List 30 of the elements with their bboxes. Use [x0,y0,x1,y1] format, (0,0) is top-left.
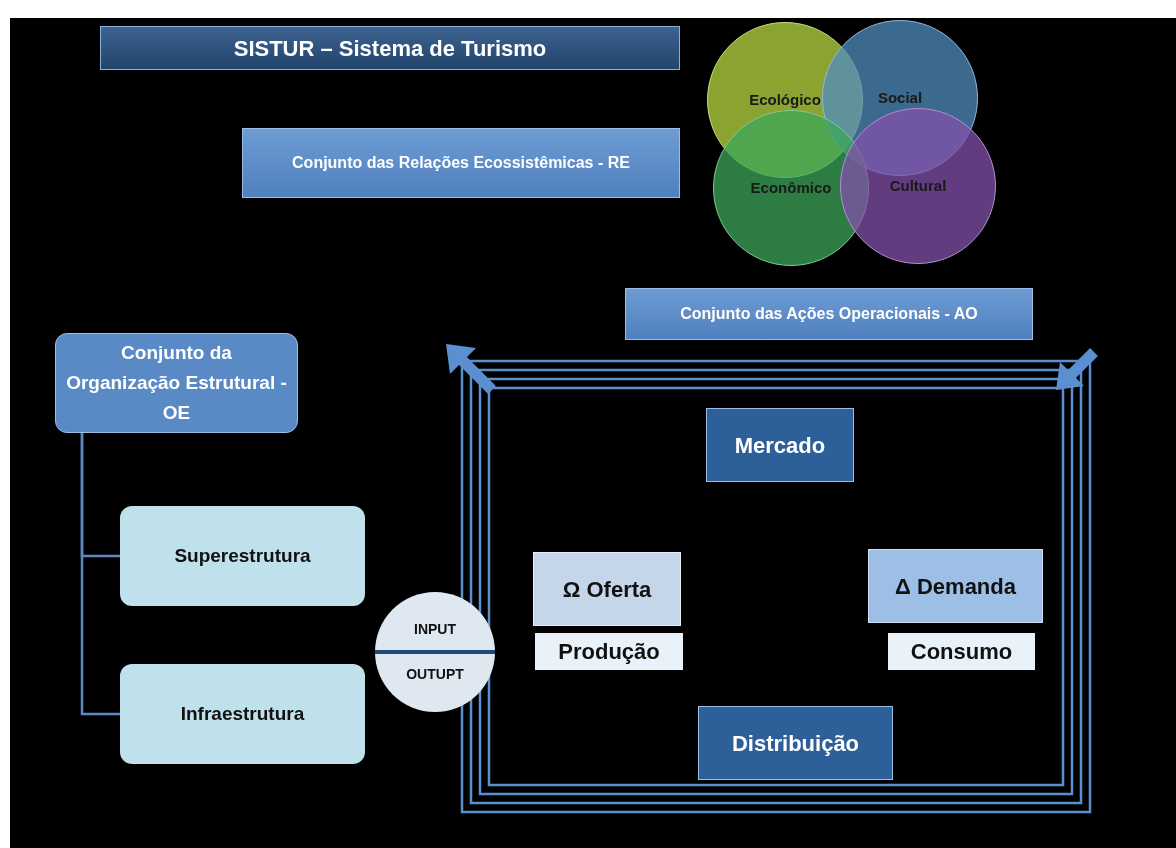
process-box [888,633,1035,670]
process-box [120,664,365,764]
node-text: Δ Demanda [894,572,1017,601]
process-box [120,506,365,606]
node-text: Ecológico [748,89,822,110]
node-text: Cultural [888,175,948,196]
node-text: OUTUPT [406,665,464,684]
node-text: Infraestrutura [179,701,306,726]
process-box [533,552,681,626]
label-box [242,128,680,198]
process-box [535,633,683,670]
title-banner [100,26,680,70]
process-box [706,408,854,482]
node-text: Superestrutura [173,543,312,568]
node-text: Distribuição [730,729,861,758]
process-box [698,706,893,780]
node-text: Consumo [909,638,1014,666]
node-text: Conjunto da Organização Estrutural - OE [65,341,288,425]
label-box [625,288,1033,340]
node-text: Conjunto das Relações Ecossistêmicas - RE [291,153,631,173]
node-text: Conjunto das Ações Operacionais - AO [679,304,979,324]
node-text: Social [876,87,924,108]
node-text: Econômico [749,177,833,198]
node-text: Produção [557,638,661,666]
node-text: Ω Oferta [561,575,653,604]
node-text: SISTUR – Sistema de Turismo [232,34,548,63]
node-text: Mercado [733,431,827,460]
node-text: INPUT [414,620,456,639]
category-box [55,333,298,433]
process-box [868,549,1043,623]
